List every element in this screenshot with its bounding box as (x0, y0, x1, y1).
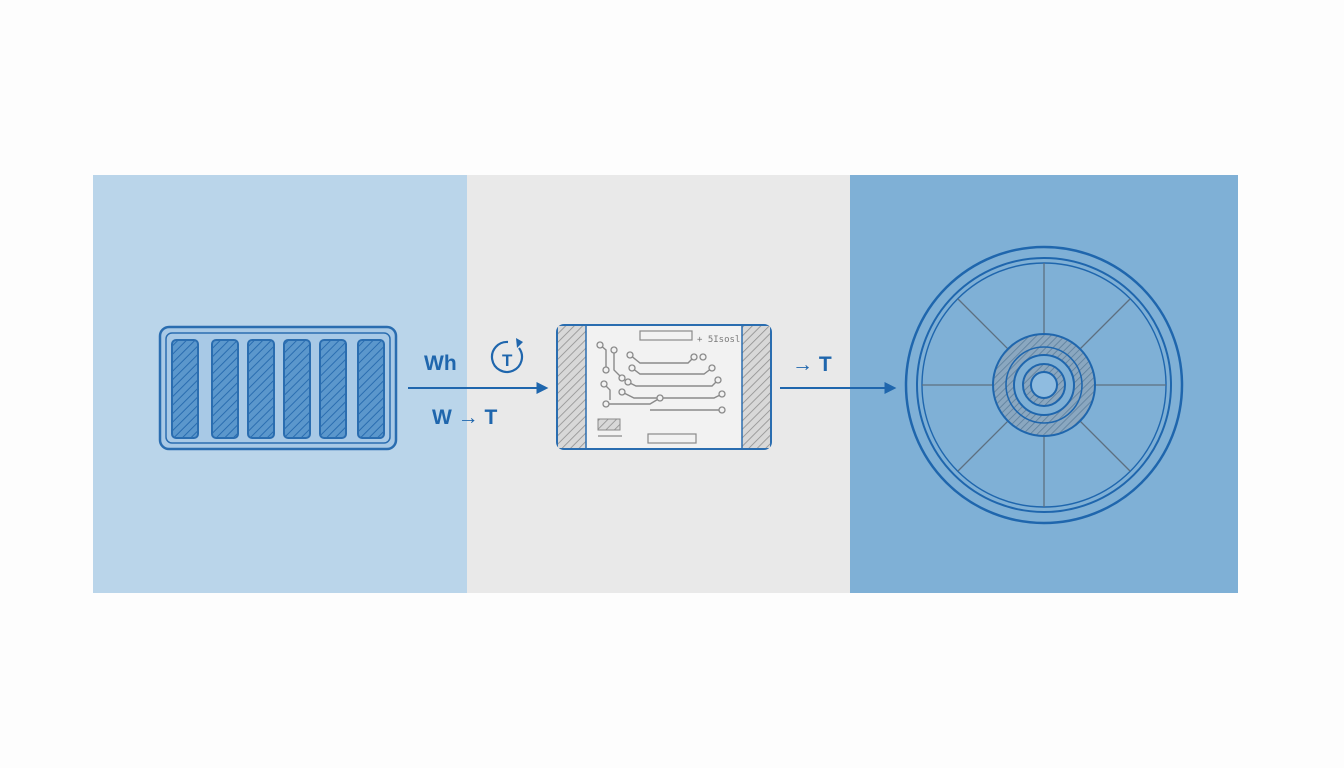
wheel-motor-icon (904, 245, 1184, 525)
battery-cell (247, 339, 275, 439)
pcb-marking: + 5Isosl (697, 335, 740, 345)
battery-cell (171, 339, 199, 439)
battery-cell (319, 339, 347, 439)
conversion-label: W → T (432, 406, 497, 429)
battery-cell (211, 339, 239, 439)
svg-text:T: T (502, 351, 513, 370)
energy-unit-label: Wh (424, 352, 457, 375)
circuit-board-icon: + 5Isosl (556, 324, 772, 450)
battery-icon (158, 325, 398, 451)
torque-output-label: → T (792, 353, 832, 376)
battery-cell (357, 339, 385, 439)
timer-icon: T (490, 338, 524, 374)
battery-cell (283, 339, 311, 439)
